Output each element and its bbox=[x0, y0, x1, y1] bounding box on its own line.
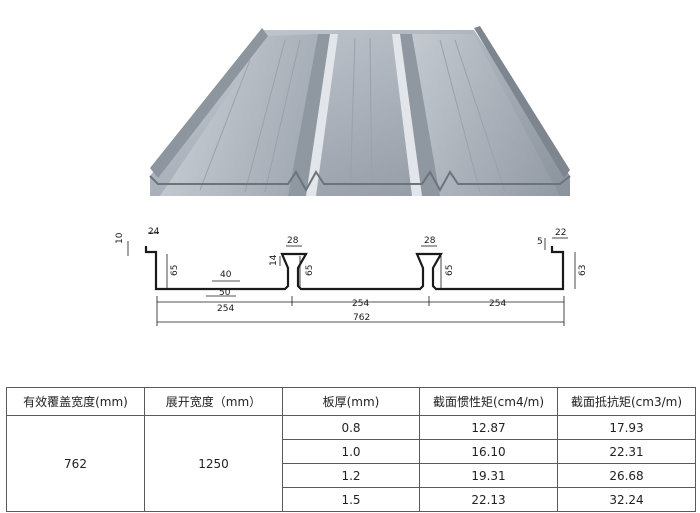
dim-total-width: 762 bbox=[353, 313, 370, 323]
dim-lip-height: 10 bbox=[115, 232, 125, 244]
resistance-cell: 26.68 bbox=[557, 463, 696, 488]
thickness-cell: 1.2 bbox=[282, 463, 420, 488]
spec-table: 有效覆盖宽度(mm) 展开宽度（mm） 板厚(mm) 截面惯性矩(cm4/m) … bbox=[6, 387, 696, 512]
deck-rib-1 bbox=[288, 34, 330, 196]
resistance-cell: 32.24 bbox=[557, 487, 696, 512]
table-header-row: 有效覆盖宽度(mm) 展开宽度（mm） 板厚(mm) 截面惯性矩(cm4/m) … bbox=[6, 387, 696, 416]
deck-rib-2 bbox=[400, 34, 440, 196]
profile-outline bbox=[144, 246, 565, 291]
deck-rib-2-highlight bbox=[392, 34, 422, 196]
deck-left-lip bbox=[150, 28, 268, 178]
deck-groove-lines bbox=[199, 37, 506, 195]
resistance-cell: 22.31 bbox=[557, 439, 696, 464]
resistance-cell: 17.93 bbox=[557, 415, 696, 440]
dim-right-height: 63 bbox=[578, 265, 588, 276]
dim-lip-width-left: 24 bbox=[148, 227, 160, 237]
inertia-cell: 16.10 bbox=[419, 439, 558, 464]
dim-rib-height-2: 65 bbox=[305, 265, 315, 276]
dim-lip-width-right: 22 bbox=[555, 228, 566, 238]
thickness-cell: 1.0 bbox=[282, 439, 420, 464]
deck-pan-left bbox=[160, 34, 318, 196]
deck-front-edge bbox=[149, 170, 571, 193]
dim-rib-top-1: 28 bbox=[287, 236, 299, 246]
dim-rib-depth: 14 bbox=[269, 254, 279, 266]
header-unfolded-width: 展开宽度（mm） bbox=[144, 387, 283, 416]
thickness-cell: 1.5 bbox=[282, 487, 420, 512]
dim-pitch-2: 254 bbox=[352, 299, 369, 309]
inertia-cell: 22.13 bbox=[419, 487, 558, 512]
header-effective-width: 有效覆盖宽度(mm) bbox=[6, 387, 145, 416]
dim-rib-height-3: 65 bbox=[445, 265, 455, 276]
header-thickness: 板厚(mm) bbox=[282, 387, 420, 416]
deck-right-lip bbox=[474, 26, 570, 178]
dim-embossment-50: 50 bbox=[219, 288, 231, 298]
dimension-labels: 10 24 28 14 65 65 28 65 40 50 254 254 25… bbox=[115, 227, 588, 323]
profile-drawing: 10 24 28 14 65 65 28 65 40 50 254 254 25… bbox=[115, 227, 588, 326]
table-row: 1.0 16.10 22.31 bbox=[7, 439, 696, 464]
dim-rib-height-1: 65 bbox=[170, 265, 180, 276]
inertia-cell: 12.87 bbox=[419, 415, 558, 440]
thickness-cell: 0.8 bbox=[282, 415, 420, 440]
product-illustration: 10 24 28 14 65 65 28 65 40 50 254 254 25… bbox=[115, 26, 588, 326]
table-row: 762 1250 0.8 12.87 17.93 bbox=[6, 415, 696, 512]
header-section-modulus: 截面抵抗矩(cm3/m) bbox=[557, 387, 696, 416]
inertia-cell: 19.31 bbox=[419, 463, 558, 488]
header-moment-of-inertia: 截面惯性矩(cm4/m) bbox=[419, 387, 558, 416]
dim-pitch-1: 254 bbox=[217, 304, 234, 314]
dimension-lines bbox=[127, 232, 576, 326]
effective-width-cell: 762 bbox=[6, 415, 145, 512]
deck-rib-1-highlight bbox=[306, 34, 338, 196]
dim-embossment-40: 40 bbox=[220, 270, 232, 280]
unfolded-width-cell: 1250 bbox=[144, 415, 283, 512]
steel-deck-render bbox=[149, 26, 571, 196]
dim-rib-top-2: 28 bbox=[424, 236, 436, 246]
dim-pitch-3: 254 bbox=[489, 299, 506, 309]
dim-lip-depth-right: 5 bbox=[537, 237, 543, 247]
table-row: 1.5 22.13 32.24 bbox=[7, 487, 696, 512]
